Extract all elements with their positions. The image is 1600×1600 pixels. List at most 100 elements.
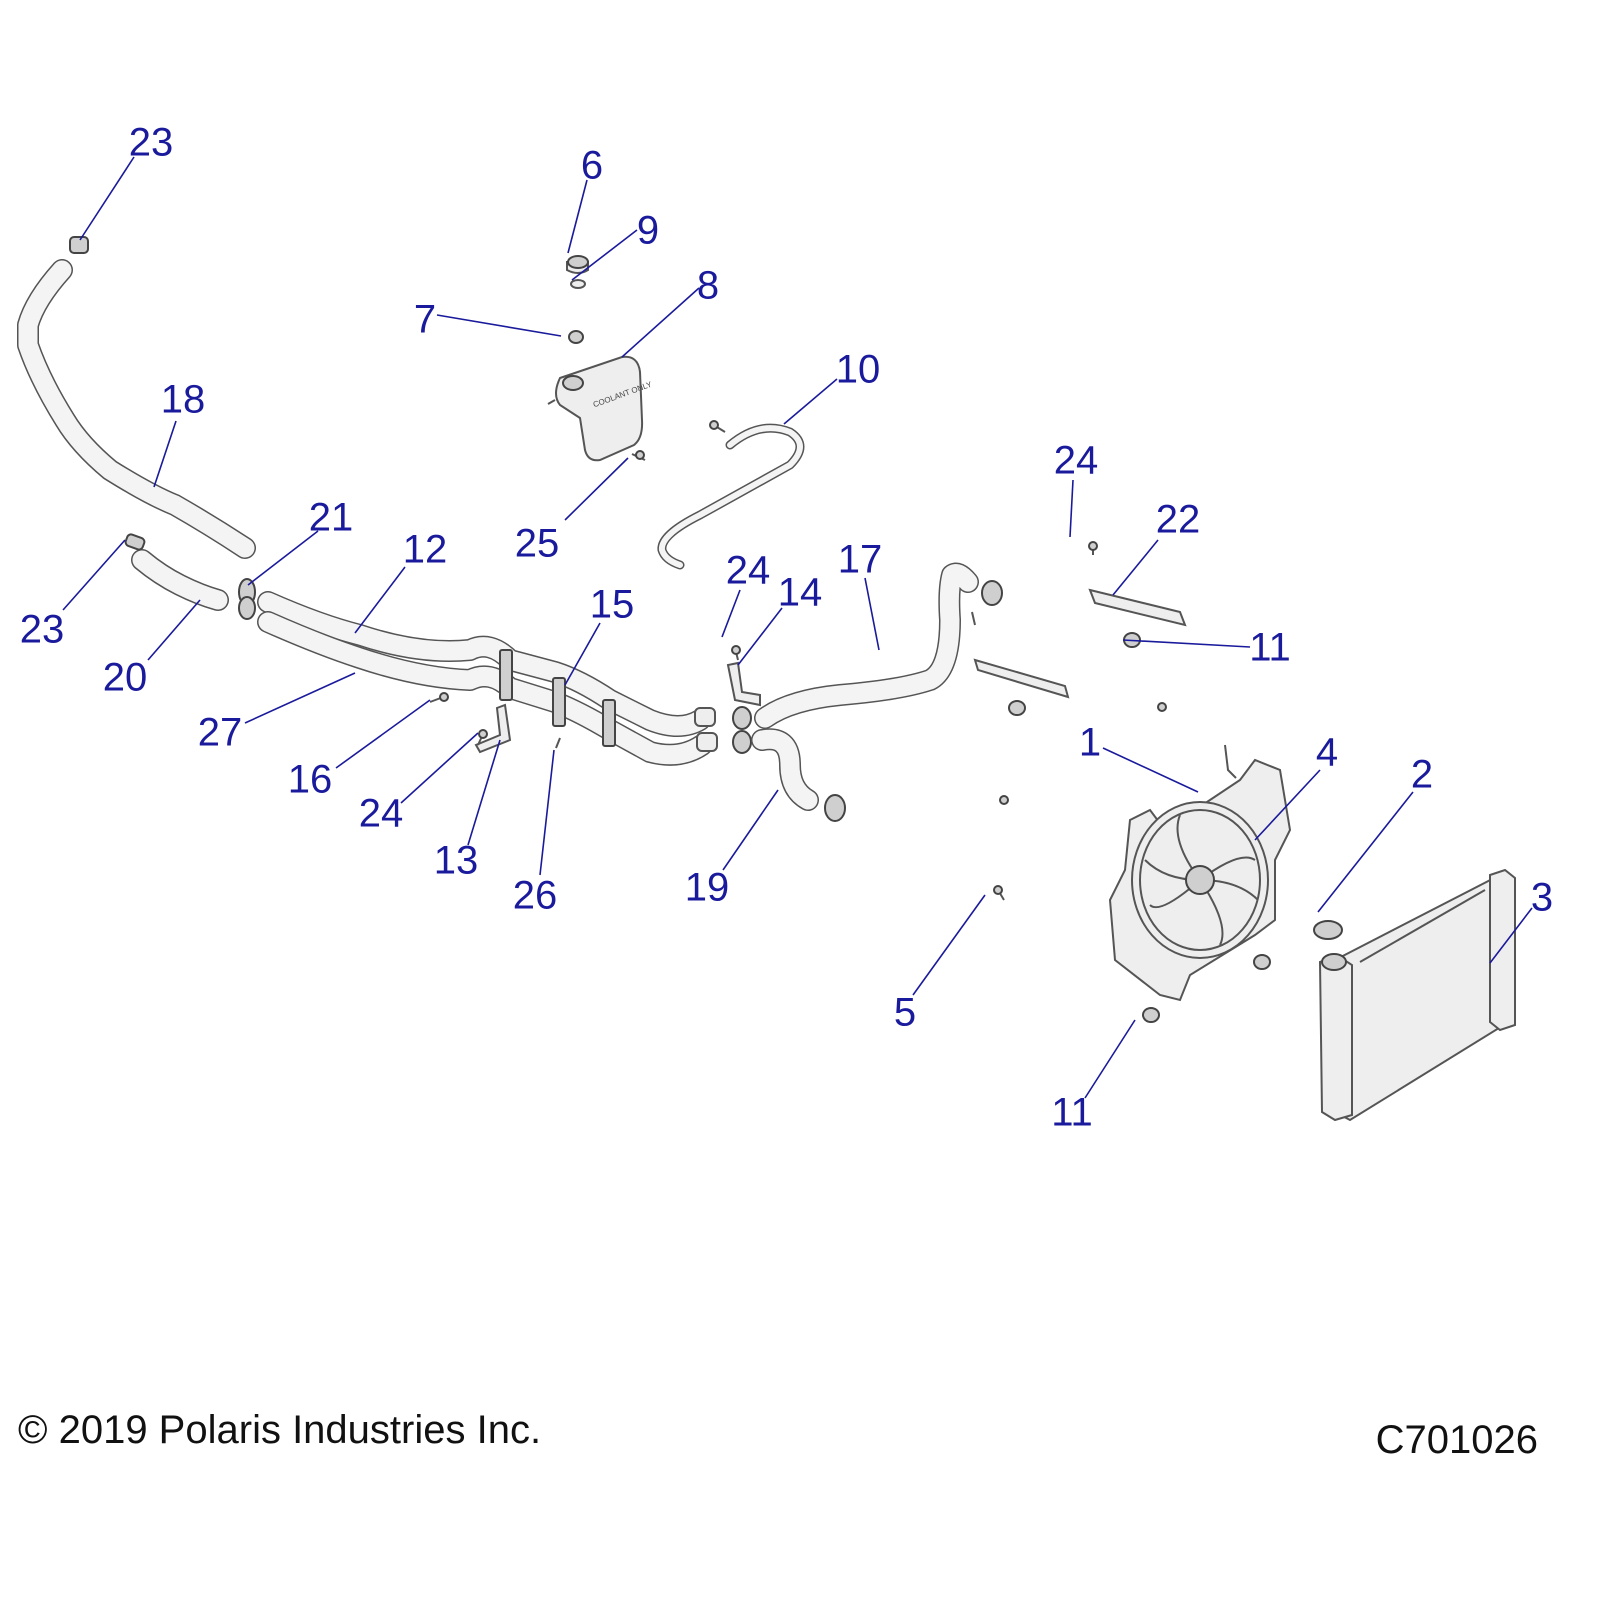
callout-c16: 16 bbox=[288, 758, 333, 802]
callout-c15: 15 bbox=[590, 583, 635, 627]
part-9-washer bbox=[570, 279, 586, 289]
leader-line-c16 bbox=[335, 699, 431, 769]
part-11-grommet-lower bbox=[1142, 954, 1271, 1023]
callout-c7: 7 bbox=[414, 298, 436, 342]
callout-c27: 27 bbox=[198, 711, 243, 755]
callout-c22: 22 bbox=[1156, 498, 1201, 542]
part-7-grommet bbox=[568, 330, 584, 344]
callout-c3: 3 bbox=[1531, 876, 1553, 920]
leader-line-c7 bbox=[436, 314, 562, 337]
part-11-grommet-center bbox=[1008, 700, 1026, 716]
leader-line-c3 bbox=[1489, 907, 1533, 964]
leader-line-c23b bbox=[62, 539, 126, 611]
callout-c18: 18 bbox=[161, 378, 206, 422]
callout-c20: 20 bbox=[103, 656, 148, 700]
leader-line-c8 bbox=[621, 287, 700, 358]
callout-c26: 26 bbox=[513, 874, 558, 918]
callout-c6: 6 bbox=[581, 144, 603, 188]
leader-line-c12 bbox=[354, 566, 406, 634]
callout-c1: 1 bbox=[1079, 721, 1101, 765]
callout-c11a: 11 bbox=[1249, 626, 1291, 670]
part-17-clamp bbox=[971, 580, 1003, 626]
leader-line-c6 bbox=[567, 179, 588, 254]
part-17-hose bbox=[754, 562, 979, 729]
leader-line-c24c bbox=[400, 732, 479, 804]
part-19-hose bbox=[751, 728, 819, 811]
callout-c25: 25 bbox=[515, 522, 560, 566]
part-15-bracket bbox=[499, 649, 616, 747]
part-3-radiator bbox=[1318, 868, 1516, 1122]
leader-line-c5 bbox=[912, 894, 986, 996]
hose-clamps-center bbox=[732, 706, 752, 754]
leader-line-c2 bbox=[1317, 791, 1414, 913]
part-20-hose bbox=[131, 549, 229, 611]
leader-line-c26 bbox=[539, 749, 555, 876]
leader-line-c14 bbox=[737, 607, 783, 666]
leader-line-c9 bbox=[571, 229, 638, 281]
leader-line-c18 bbox=[153, 420, 177, 488]
part-21-clamp bbox=[238, 578, 256, 620]
part-10-tube bbox=[657, 423, 805, 570]
callout-c9: 9 bbox=[637, 209, 659, 253]
callout-c11b: 11 bbox=[1051, 1091, 1093, 1135]
leader-line-c20 bbox=[147, 599, 201, 661]
part-1-fan bbox=[1139, 744, 1261, 951]
part-23-clamp-lower bbox=[124, 533, 146, 551]
part-5-bolt bbox=[993, 885, 1005, 901]
part-26-pin bbox=[555, 737, 561, 749]
part-24-bolt-lower bbox=[477, 729, 488, 746]
part-24-bolt-upper bbox=[1088, 541, 1098, 555]
callout-c23a: 23 bbox=[129, 121, 174, 165]
part-22-bracket-upper bbox=[1088, 588, 1187, 627]
callout-c4: 4 bbox=[1316, 731, 1338, 775]
part-22-bracket-lower bbox=[973, 658, 1070, 699]
leader-line-c17 bbox=[864, 577, 880, 651]
callout-c19: 19 bbox=[685, 866, 730, 910]
part-6-cap bbox=[566, 255, 589, 274]
callout-c2: 2 bbox=[1411, 753, 1433, 797]
leader-line-c4 bbox=[1254, 769, 1321, 841]
drawing-number: C701026 bbox=[1375, 1418, 1538, 1462]
callout-c24c: 24 bbox=[359, 792, 404, 836]
part-23-clamp-top bbox=[69, 236, 89, 254]
leader-line-c24b bbox=[721, 589, 741, 638]
leader-line-c21 bbox=[247, 530, 319, 586]
callout-c23b: 23 bbox=[20, 608, 65, 652]
callout-c5: 5 bbox=[894, 991, 916, 1035]
copyright-text: © 2019 Polaris Industries Inc. bbox=[18, 1408, 542, 1452]
tube-end-fittings bbox=[694, 707, 718, 752]
leader-line-c11b bbox=[1084, 1019, 1136, 1099]
part-13-bracket bbox=[474, 703, 512, 754]
callout-c14: 14 bbox=[778, 571, 823, 615]
leader-line-c19 bbox=[722, 789, 779, 871]
part-24-bolt-middle bbox=[731, 645, 741, 661]
leader-line-c15 bbox=[564, 622, 601, 686]
leader-line-c10 bbox=[783, 378, 838, 425]
leader-line-c1 bbox=[1102, 747, 1199, 793]
callout-c8: 8 bbox=[697, 264, 719, 308]
part-19-clamp bbox=[824, 794, 846, 822]
callout-c12: 12 bbox=[403, 528, 448, 572]
callout-c21: 21 bbox=[309, 496, 354, 540]
leader-line-c13 bbox=[467, 739, 501, 846]
leader-line-c25 bbox=[564, 457, 629, 521]
callout-c24a: 24 bbox=[1054, 439, 1099, 483]
part-2-radiator-cap bbox=[1313, 920, 1347, 971]
callout-c10: 10 bbox=[836, 348, 881, 392]
part-12-27-tubes bbox=[257, 591, 713, 766]
part-25-bolt bbox=[631, 450, 646, 461]
part-18-hose bbox=[17, 259, 256, 559]
part-14-bracket bbox=[726, 661, 761, 707]
leader-line-c23a bbox=[79, 156, 135, 241]
part-16-bolt bbox=[429, 692, 449, 703]
leader-line-c24a bbox=[1069, 479, 1074, 538]
part-10-bolt bbox=[709, 420, 726, 433]
leader-line-c27 bbox=[244, 672, 356, 724]
callout-c24b: 24 bbox=[726, 549, 771, 593]
leader-line-c11a bbox=[1122, 639, 1251, 648]
callout-c17: 17 bbox=[838, 538, 883, 582]
part-8-reservoir bbox=[547, 355, 644, 462]
leader-line-c22 bbox=[1112, 539, 1159, 596]
